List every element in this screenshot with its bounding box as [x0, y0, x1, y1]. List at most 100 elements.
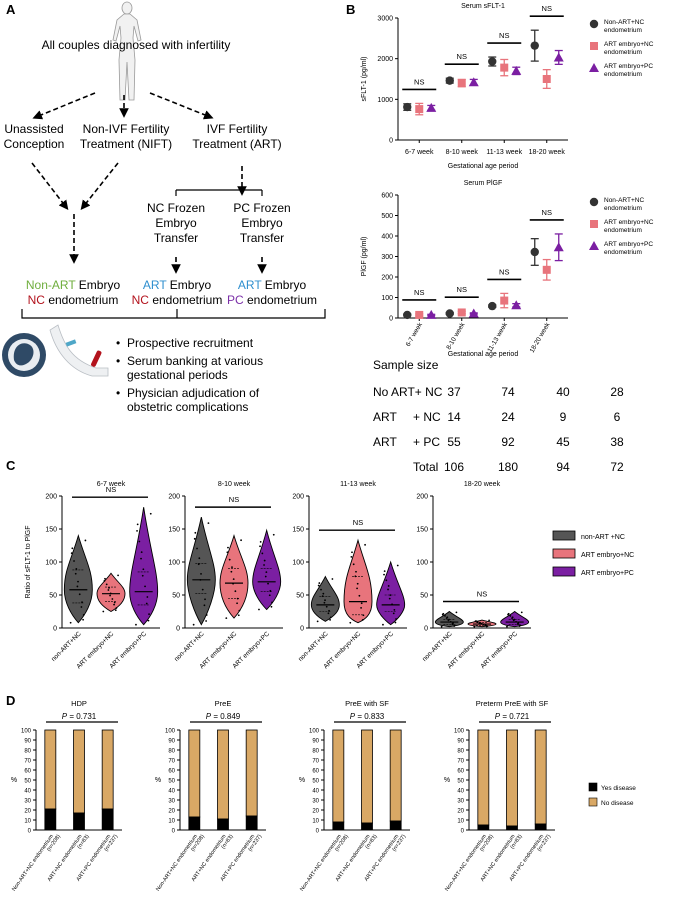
bar-no-disease: [73, 729, 85, 814]
violin-point: [391, 603, 393, 606]
y-tick-label: 10: [312, 818, 319, 824]
violin-point: [322, 592, 325, 595]
violin-point: [147, 619, 150, 622]
violin-point: [447, 619, 450, 622]
violin-point: [320, 588, 322, 591]
violin-point: [104, 577, 106, 580]
y-tick-label: 0: [461, 828, 465, 834]
violin-point: [140, 551, 143, 553]
legend-label: ART embryo+NC: [604, 41, 654, 48]
table-cell: 106: [444, 460, 464, 474]
legend-marker: [590, 220, 598, 228]
violin-point: [520, 611, 523, 614]
data-point: [511, 300, 522, 310]
legend-label: Non-ART+NC: [604, 19, 644, 26]
y-tick-label: 100: [168, 560, 180, 567]
legend-label: non-ART +NC: [581, 534, 625, 541]
svg-text:ART Embryo: ART Embryo: [143, 278, 212, 292]
p-value-symbol: P: [206, 712, 212, 721]
legend-label: endometrium: [604, 71, 642, 78]
significance-label: NS: [477, 590, 487, 599]
violin-point: [474, 620, 477, 623]
x-tick-label: Non-ART+NC endometrium: [299, 833, 343, 892]
legend-swatch: [552, 530, 576, 541]
violin-point: [70, 552, 73, 555]
row-label: + NC: [413, 410, 441, 424]
violin-point: [356, 587, 358, 590]
legend-label: ART embryo+NC: [581, 552, 634, 559]
y-tick-label: 30: [457, 798, 464, 804]
violin-point: [488, 619, 490, 622]
svg-text:Transfer: Transfer: [240, 231, 284, 245]
violin-point: [80, 606, 83, 608]
y-tick-label: 500: [381, 213, 393, 220]
violin-shape: [310, 575, 340, 622]
violin-point: [102, 610, 105, 613]
x-tick-label: 6-7 week: [405, 321, 425, 348]
legend-label: ART embryo+PC: [581, 570, 634, 577]
svg-text:•: •: [116, 354, 120, 368]
y-tick-label: 300: [381, 254, 393, 261]
violin-point: [511, 617, 513, 620]
x-tick-label: 8-10 week: [445, 321, 466, 351]
violin-point: [108, 586, 110, 589]
data-point: [403, 310, 412, 320]
violin-point: [236, 602, 238, 605]
svg-text:IVF Fertility: IVF Fertility: [207, 122, 268, 136]
row-label: ART: [373, 410, 397, 424]
row-label: No ART+ NC: [373, 385, 443, 399]
violin-point: [395, 618, 397, 620]
violin-point: [81, 601, 83, 604]
p-value-label: P = 0.849: [206, 712, 241, 721]
data-point: [530, 247, 539, 257]
violin-point: [440, 625, 443, 628]
violin-point: [351, 551, 353, 554]
violin-point: [387, 585, 390, 587]
data-point: [553, 52, 564, 62]
violin-point: [200, 573, 202, 575]
x-tick-label: 11-13 week: [486, 321, 509, 354]
bar-no-disease: [245, 729, 258, 817]
p-value-label: P = 0.833: [350, 712, 385, 721]
violin-point: [331, 578, 334, 580]
y-tick-label: 100: [292, 560, 304, 567]
violin-point: [232, 582, 234, 585]
violin-point: [71, 547, 74, 550]
violin-point: [480, 623, 482, 625]
data-point: [445, 309, 454, 318]
violin-point: [327, 612, 330, 615]
y-tick-label: 60: [24, 768, 31, 774]
y-tick-label: 70: [168, 758, 175, 764]
violin-point: [318, 582, 321, 584]
table-cell: 24: [501, 410, 515, 424]
y-axis-label: %: [444, 777, 450, 784]
bar-yes-disease: [534, 823, 547, 831]
violin-point: [509, 615, 512, 617]
violin-title: 8-10 week: [218, 481, 251, 488]
violin-point: [138, 540, 141, 543]
violin-point: [396, 564, 399, 567]
data-point: [553, 242, 564, 252]
legend-label: endometrium: [604, 249, 642, 256]
bar-yes-disease: [506, 825, 518, 831]
violin-point: [515, 620, 517, 623]
violin-point: [317, 584, 320, 587]
svg-text:NC endometrium: NC endometrium: [28, 293, 119, 307]
significance-label: NS: [457, 52, 467, 61]
violin-point: [388, 597, 391, 600]
violin-point: [455, 611, 458, 614]
legend-violin: non-ART +NC ART embryo+NC ART embryo+PC: [552, 530, 634, 577]
violin-point: [361, 618, 364, 621]
violin-point: [385, 579, 388, 582]
table-cell: 72: [610, 460, 624, 474]
group-nonart-nc: Non-ART Embryo NC endometrium: [26, 278, 121, 307]
data-point: [403, 102, 412, 112]
data-point: [488, 57, 497, 66]
violin-point: [136, 523, 139, 526]
violin-point: [382, 623, 384, 626]
violin-point: [201, 588, 204, 591]
legend-swatch: [552, 566, 576, 577]
bar-chart-title: PreE: [215, 699, 232, 708]
